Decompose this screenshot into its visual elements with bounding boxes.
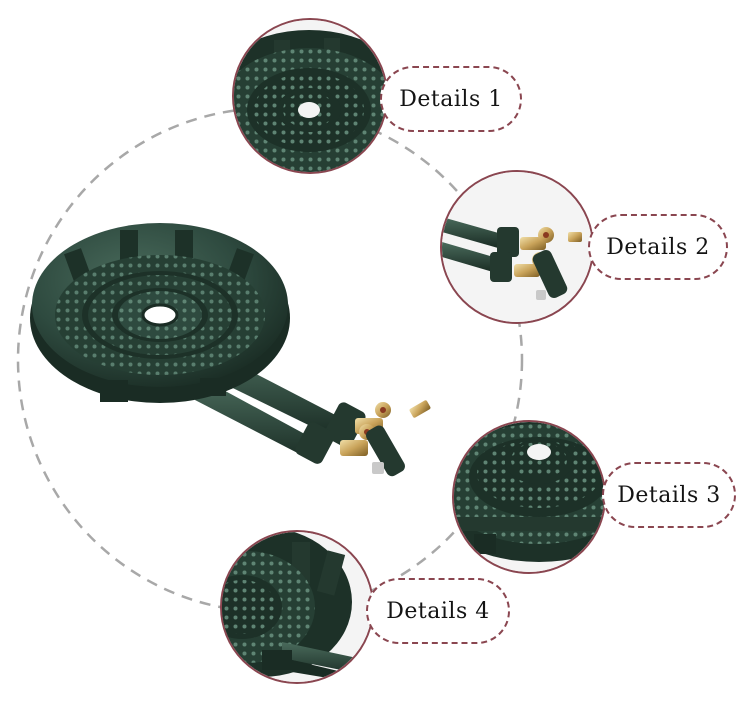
valve-assembly: [340, 400, 431, 477]
burner-body: [30, 223, 290, 403]
detail-image-3: [452, 420, 606, 574]
detail-label-4: Details 4: [366, 578, 510, 644]
detail-image-2: [440, 170, 594, 324]
detail-label-3: Details 3: [602, 462, 736, 528]
detail-label-1: Details 1: [380, 66, 522, 132]
detail-label-2: Details 2: [588, 214, 728, 280]
detail-image-4: [220, 530, 374, 684]
detail-image-1: [232, 18, 388, 174]
